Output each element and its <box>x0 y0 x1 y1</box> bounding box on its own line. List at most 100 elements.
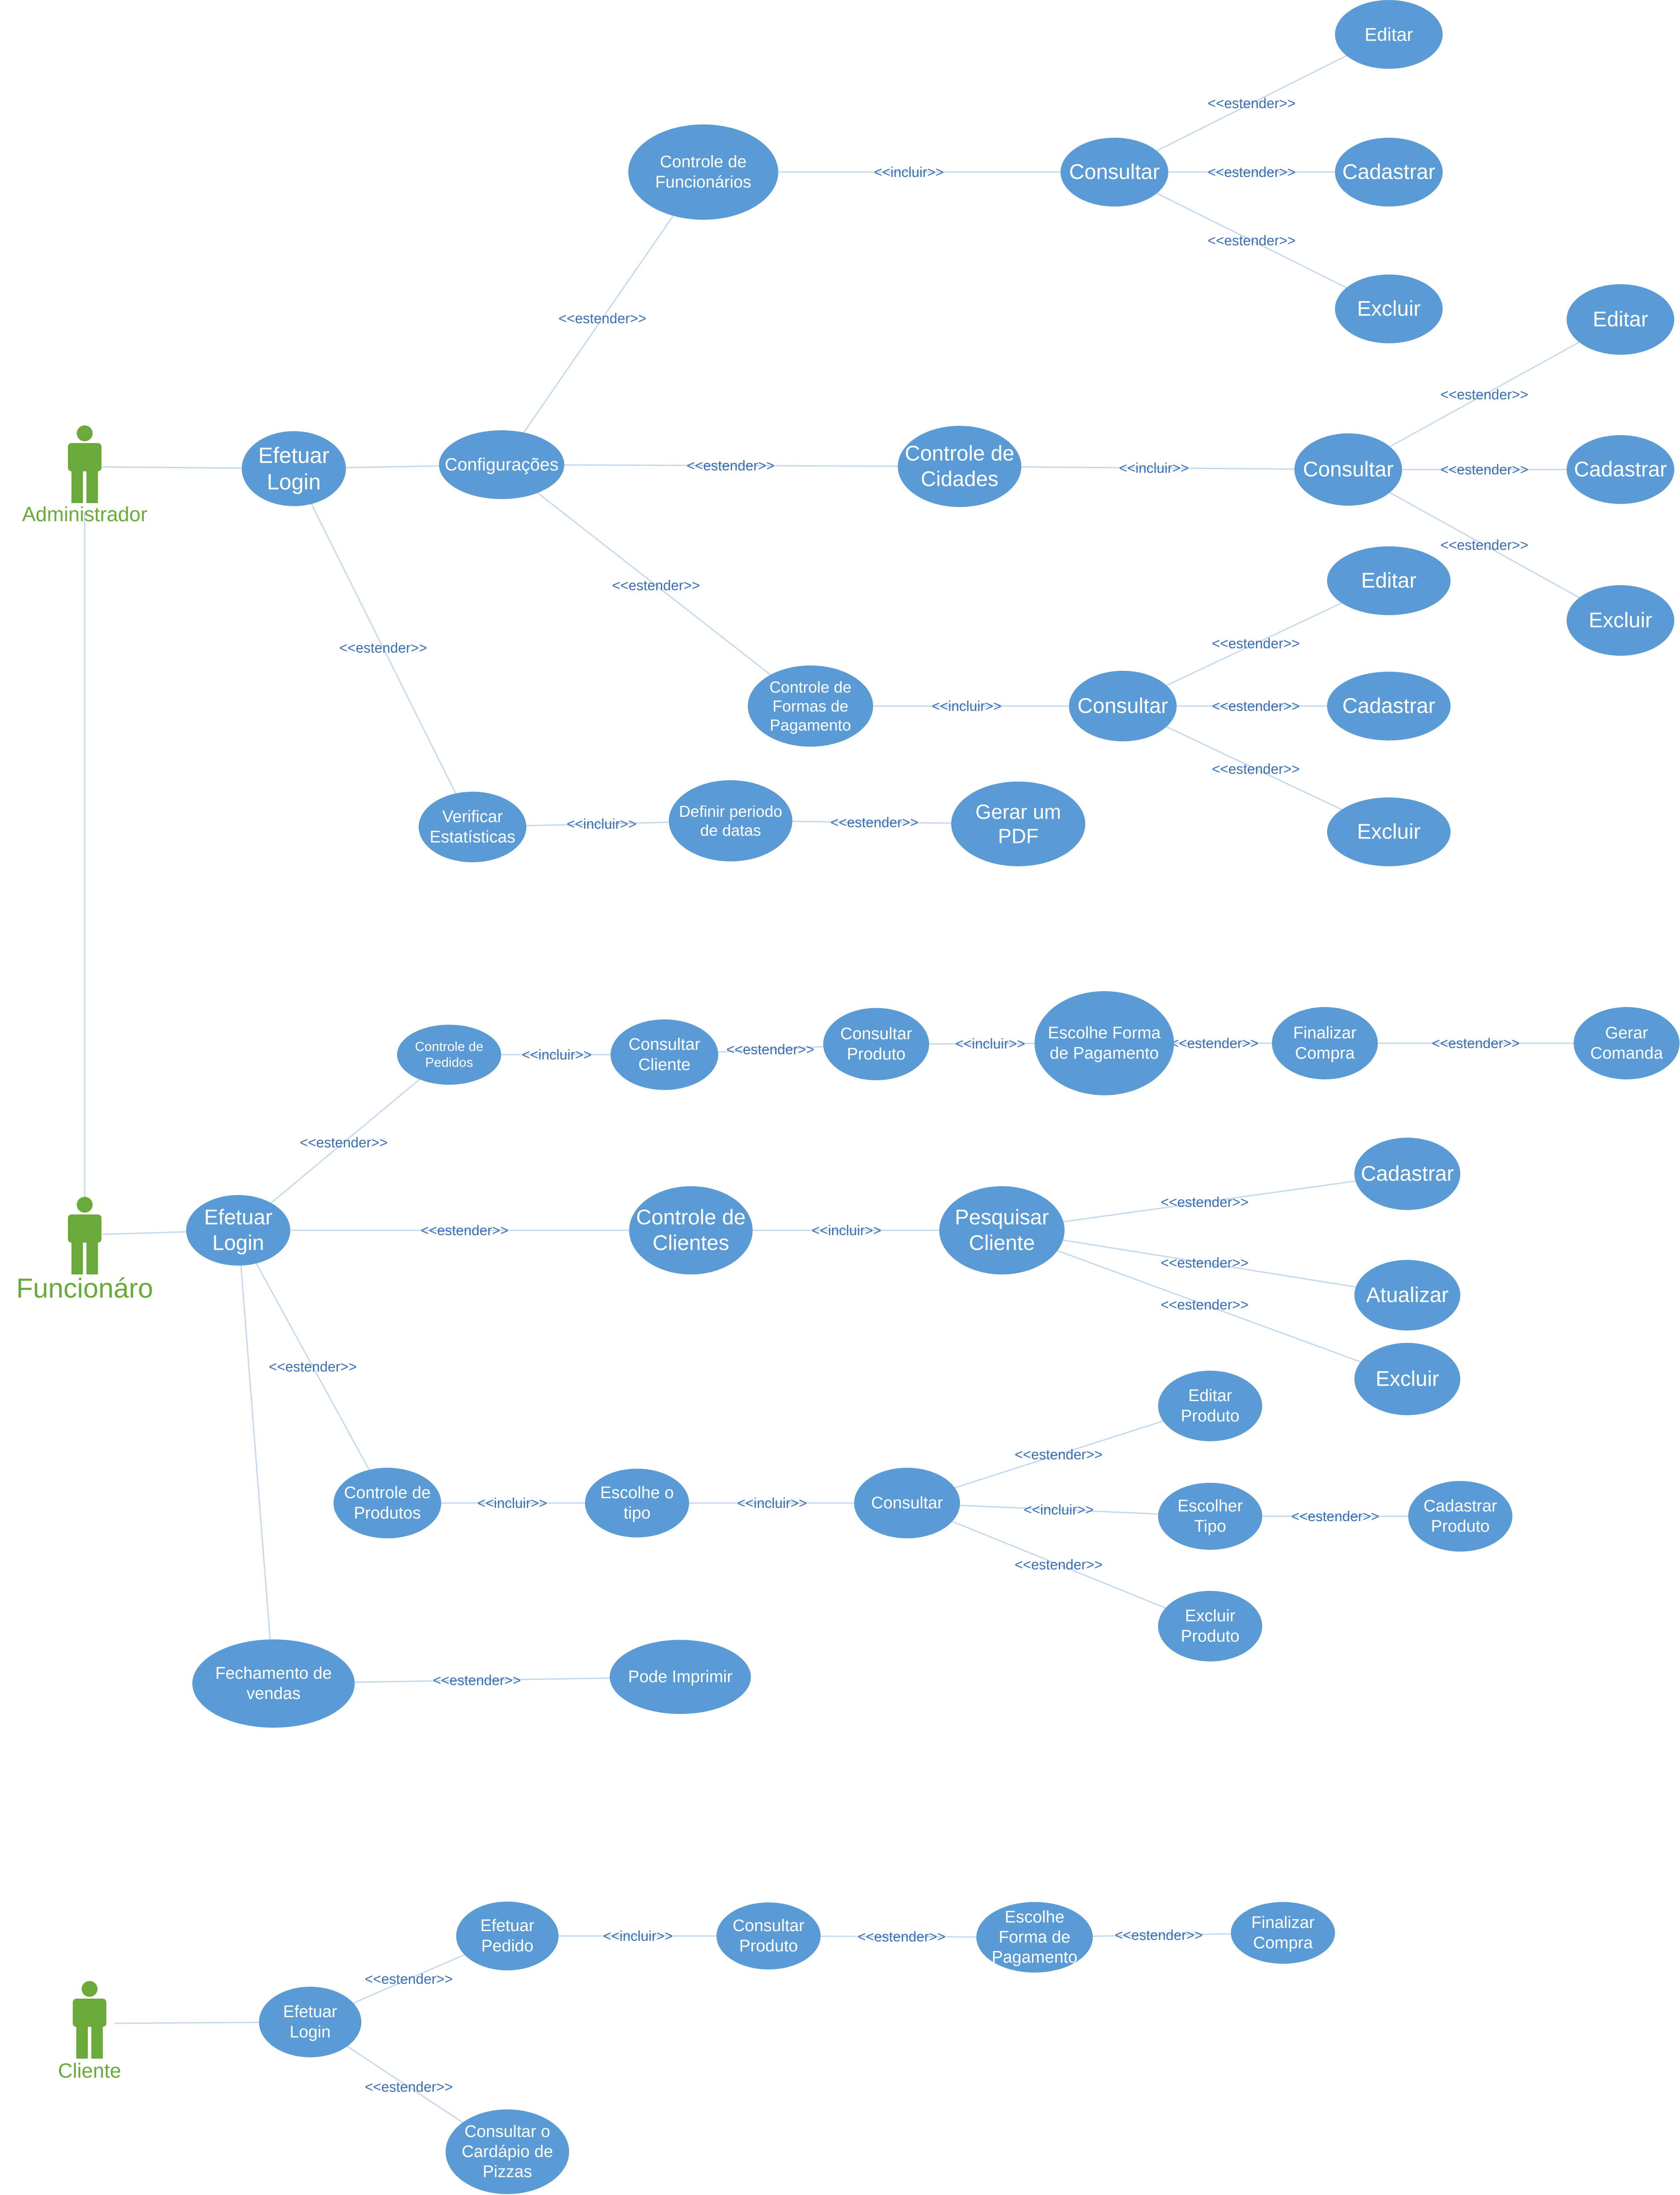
use-case-ellipse[interactable] <box>1327 672 1451 740</box>
use-case-ellipse[interactable] <box>939 1186 1065 1274</box>
use-case-a_cfunc_cons[interactable]: Consultar <box>1061 138 1168 207</box>
actor-cliente[interactable]: Cliente <box>58 1981 121 2082</box>
use-case-ellipse[interactable] <box>1335 0 1443 69</box>
use-case-ellipse[interactable] <box>1158 1591 1262 1661</box>
use-case-ellipse[interactable] <box>1354 1260 1460 1331</box>
use-case-a_cfp_cad[interactable]: Cadastrar <box>1327 672 1451 740</box>
use-case-ellipse[interactable] <box>1335 274 1443 343</box>
use-case-a_cfp_cons[interactable]: Consultar <box>1069 671 1177 741</box>
use-case-ellipse[interactable] <box>823 1008 929 1080</box>
use-case-ellipse[interactable] <box>748 665 873 747</box>
use-case-ellipse[interactable] <box>1035 991 1174 1095</box>
use-case-ellipse[interactable] <box>976 1902 1093 1973</box>
use-case-a_config[interactable]: Configurações <box>439 430 564 499</box>
use-case-ellipse[interactable] <box>242 431 346 506</box>
use-case-ellipse[interactable] <box>1158 1371 1262 1441</box>
actor-func[interactable]: Funcionáro <box>16 1197 153 1304</box>
use-case-ellipse[interactable] <box>186 1195 290 1266</box>
use-case-ellipse[interactable] <box>951 782 1085 866</box>
use-case-ellipse[interactable] <box>716 1902 821 1969</box>
use-case-ellipse[interactable] <box>456 1902 559 1970</box>
use-case-ellipse[interactable] <box>611 1019 718 1090</box>
use-case-ellipse[interactable] <box>854 1468 960 1538</box>
use-case-a_ccid_exc[interactable]: Excluir <box>1567 585 1674 656</box>
use-case-ellipse[interactable] <box>1354 1138 1460 1210</box>
use-case-ellipse[interactable] <box>1335 138 1443 207</box>
use-case-f_cons[interactable]: Consultar <box>854 1468 960 1538</box>
use-case-ellipse[interactable] <box>419 792 526 862</box>
use-case-ellipse[interactable] <box>898 426 1021 507</box>
use-case-f_imp[interactable]: Pode Imprimir <box>610 1640 751 1714</box>
use-case-ellipse[interactable] <box>446 2109 569 2194</box>
actor-admin[interactable]: Administrador <box>22 425 147 526</box>
use-case-f_pcli_cad[interactable]: Cadastrar <box>1354 1138 1460 1210</box>
use-case-ellipse[interactable] <box>1567 284 1674 355</box>
use-case-ellipse[interactable] <box>1272 1007 1378 1079</box>
use-case-a_cfp_exc[interactable]: Excluir <box>1327 797 1451 866</box>
use-case-ellipse[interactable] <box>259 1987 361 2057</box>
use-case-ellipse[interactable] <box>1231 1902 1335 1964</box>
use-case-ellipse[interactable] <box>1574 1007 1680 1079</box>
use-case-ellipse[interactable] <box>629 1186 753 1274</box>
use-case-a_cfunc_exc[interactable]: Excluir <box>1335 274 1443 343</box>
use-case-f_pcli_atu[interactable]: Atualizar <box>1354 1260 1460 1331</box>
use-case-ellipse[interactable] <box>1061 138 1168 207</box>
use-case-ellipse[interactable] <box>1567 585 1674 656</box>
use-case-a_ccid_cons[interactable]: Consultar <box>1294 433 1402 506</box>
use-case-a_ccid_cad[interactable]: Cadastrar <box>1567 435 1674 504</box>
use-case-ellipse[interactable] <box>1069 671 1177 741</box>
use-case-ellipse[interactable] <box>610 1640 751 1714</box>
use-case-ellipse[interactable] <box>1567 435 1674 504</box>
use-case-label: Editar <box>1365 24 1413 45</box>
use-case-ellipse[interactable] <box>1408 1481 1512 1552</box>
use-case-ellipse[interactable] <box>439 430 564 499</box>
use-case-ellipse[interactable] <box>192 1639 355 1728</box>
use-case-a_ccid_edit[interactable]: Editar <box>1567 284 1674 355</box>
use-case-ellipse[interactable] <box>1294 433 1402 506</box>
use-case-ellipse[interactable] <box>1327 546 1451 615</box>
use-case-ellipse[interactable] <box>1327 797 1451 866</box>
use-case-f_pcli_exc[interactable]: Excluir <box>1354 1343 1460 1415</box>
use-case-ellipse[interactable] <box>669 780 792 861</box>
use-case-a_cfp_edit[interactable]: Editar <box>1327 546 1451 615</box>
use-case-a_cfunc_edit[interactable]: Editar <box>1335 0 1443 69</box>
use-case-label: Consultar <box>1303 458 1393 481</box>
use-case-ellipse[interactable] <box>334 1468 441 1538</box>
use-case-ellipse[interactable] <box>585 1469 689 1537</box>
use-case-ellipse[interactable] <box>1354 1343 1460 1415</box>
use-case-ellipse[interactable] <box>628 124 778 220</box>
use-case-ellipse[interactable] <box>397 1025 501 1085</box>
use-case-label: Produto <box>1181 1627 1239 1646</box>
use-case-ellipse[interactable] <box>1158 1483 1262 1550</box>
use-case-a_cfunc_cad[interactable]: Cadastrar <box>1335 138 1443 207</box>
